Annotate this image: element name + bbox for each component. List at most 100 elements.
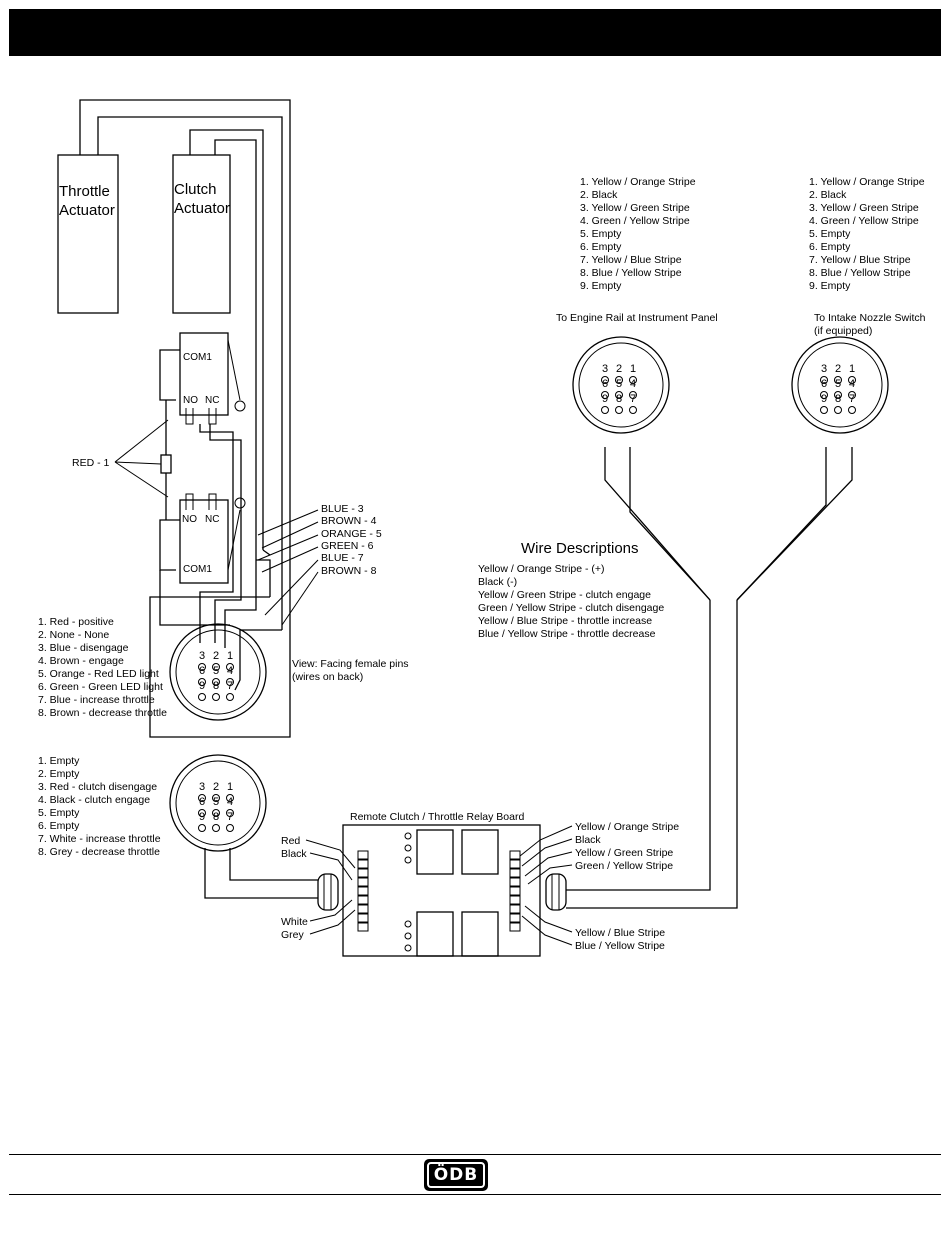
wire-description-3: Yellow / Green Stripe - clutch engage: [478, 589, 651, 601]
connector-pin-socket: [226, 809, 234, 817]
relay-2: NO NC COM1: [159, 493, 246, 584]
connector-pin-number: 7: [227, 680, 233, 692]
relay-board-label-black: Black: [281, 848, 307, 860]
relay-wires: [159, 424, 282, 691]
engine-connector-pinout: 1. Yellow / Orange Stripe 2. Black 3. Ye…: [556, 176, 718, 324]
connector-2-pin-7: 7. White - increase throttle: [38, 833, 161, 845]
connector-2-pin-8: 8. Grey - decrease throttle: [38, 846, 160, 858]
terminal-slot: [357, 859, 369, 869]
connector-pin-number: 9: [199, 680, 205, 692]
relay-board-right-label-1: Yellow / Orange Stripe: [575, 821, 679, 833]
connector-pin-number: 8: [213, 680, 219, 692]
connector-pin-number: 4: [630, 378, 636, 390]
connector-pin-socket: [820, 376, 828, 384]
connector-pin-socket: [226, 824, 234, 832]
wire-label-orange-5: ORANGE - 5: [321, 528, 382, 540]
terminal-slot: [357, 895, 369, 905]
terminal-slot: [509, 895, 521, 905]
connector-pin-number: 1: [630, 363, 636, 375]
connector-pin-socket: [226, 663, 234, 671]
odb-logo-text: ÖDB: [427, 1162, 485, 1188]
connector-pin-socket: [212, 809, 220, 817]
connector-pin-socket: [629, 376, 637, 384]
connector-pin-number: 2: [213, 650, 219, 662]
connector-pin-number: 5: [835, 378, 841, 390]
connector-pin-number: 3: [199, 650, 205, 662]
relay-board-label-grey: Grey: [281, 929, 305, 941]
connector-pin-socket: [601, 406, 609, 414]
wire-description-5: Yellow / Blue Stripe - throttle increase: [478, 615, 652, 627]
connector-pin-socket: [212, 678, 220, 686]
relay-board-title: Remote Clutch / Throttle Relay Board: [350, 811, 524, 823]
connector-2-pin-1: 1. Empty: [38, 755, 80, 767]
connector-pin-socket: [212, 794, 220, 802]
connector-pin-socket: [848, 376, 856, 384]
throttle-actuator: Throttle Actuator: [57, 154, 119, 314]
connector-1-pin-8: 8. Brown - decrease throttle: [38, 707, 167, 719]
connector-pin-number: 2: [835, 363, 841, 375]
wire-description-6: Blue / Yellow Stripe - throttle decrease: [478, 628, 656, 640]
relay-1: COM1 NO NC: [159, 332, 246, 425]
connector-pin-number: 6: [199, 665, 205, 677]
intake-pin-5: 5. Empty: [809, 228, 851, 240]
engine-pin-8: 8. Blue / Yellow Stripe: [580, 267, 682, 279]
terminal-slot: [509, 859, 521, 869]
connector-pin-number: 2: [213, 781, 219, 793]
wire-descriptions: Wire Descriptions Yellow / Orange Stripe…: [478, 540, 664, 640]
throttle-actuator-label-1: Throttle: [59, 183, 110, 200]
engine-pin-7: 7. Yellow / Blue Stripe: [580, 254, 682, 266]
relay-board-right-label-4: Green / Yellow Stripe: [575, 860, 673, 872]
connector-pin-number: 9: [602, 393, 608, 405]
connector-pin-socket: [615, 391, 623, 399]
relay-board-right-label-2: Black: [575, 834, 601, 846]
relay-board: Remote Clutch / Throttle Relay Board: [342, 811, 541, 957]
terminal-slot: [357, 877, 369, 887]
connector-pin-socket: [198, 824, 206, 832]
terminal-slot: [509, 868, 521, 878]
intake-pin-1: 1. Yellow / Orange Stripe: [809, 176, 925, 188]
engine-pin-3: 3. Yellow / Green Stripe: [580, 202, 690, 214]
connector-1-pin-6: 6. Green - Green LED light: [38, 681, 163, 693]
intake-pin-3: 3. Yellow / Green Stripe: [809, 202, 919, 214]
terminal-slot: [509, 886, 521, 896]
connector-pin-socket: [198, 678, 206, 686]
intake-pin-9: 9. Empty: [809, 280, 851, 292]
connector-pin-socket: [820, 391, 828, 399]
connector-pin-number: 9: [821, 393, 827, 405]
connector-pin-number: 5: [213, 796, 219, 808]
relay-board-right-label-6: Blue / Yellow Stripe: [575, 940, 665, 952]
engine-pin-5: 5. Empty: [580, 228, 622, 240]
connector-pin-number: 7: [227, 811, 233, 823]
connector-pin-socket: [212, 663, 220, 671]
connector-pin-socket: [212, 693, 220, 701]
wire-description-2: Black (-): [478, 576, 517, 588]
relay-board-right-labels: Yellow / Orange Stripe Black Yellow / Gr…: [519, 821, 679, 952]
connector-pin-number: 6: [199, 796, 205, 808]
connector-pin-socket: [198, 794, 206, 802]
wire-descriptions-title: Wire Descriptions: [521, 540, 639, 557]
connector-1-pinout: 1. Red - positive 2. None - None 3. Blue…: [38, 616, 167, 719]
relay-1-no: NO: [183, 395, 198, 406]
relay-board-right-label-5: Yellow / Blue Stripe: [575, 927, 665, 939]
intake-connector-caption-2: (if equipped): [814, 325, 872, 337]
connector-pin-socket: [601, 391, 609, 399]
terminal-slot: [357, 904, 369, 914]
red-junction: RED - 1: [72, 400, 172, 520]
intake-connector-pinout: 1. Yellow / Orange Stripe 2. Black 3. Ye…: [809, 176, 926, 337]
connector-pin-socket: [848, 391, 856, 399]
connector-pin-socket: [848, 406, 856, 414]
wire-label-brown-4: BROWN - 4: [321, 515, 377, 527]
connector-pin-socket: [198, 693, 206, 701]
connector-1-view-note-1: View: Facing female pins: [292, 658, 409, 670]
odb-logo: ÖDB: [424, 1159, 488, 1191]
terminal-slot: [357, 868, 369, 878]
relay-2-com1: COM1: [183, 564, 212, 575]
relay-1-nc: NC: [205, 395, 219, 406]
engine-pin-4: 4. Green / Yellow Stripe: [580, 215, 690, 227]
connector-pin-socket: [615, 376, 623, 384]
terminal-slot: [509, 850, 521, 860]
